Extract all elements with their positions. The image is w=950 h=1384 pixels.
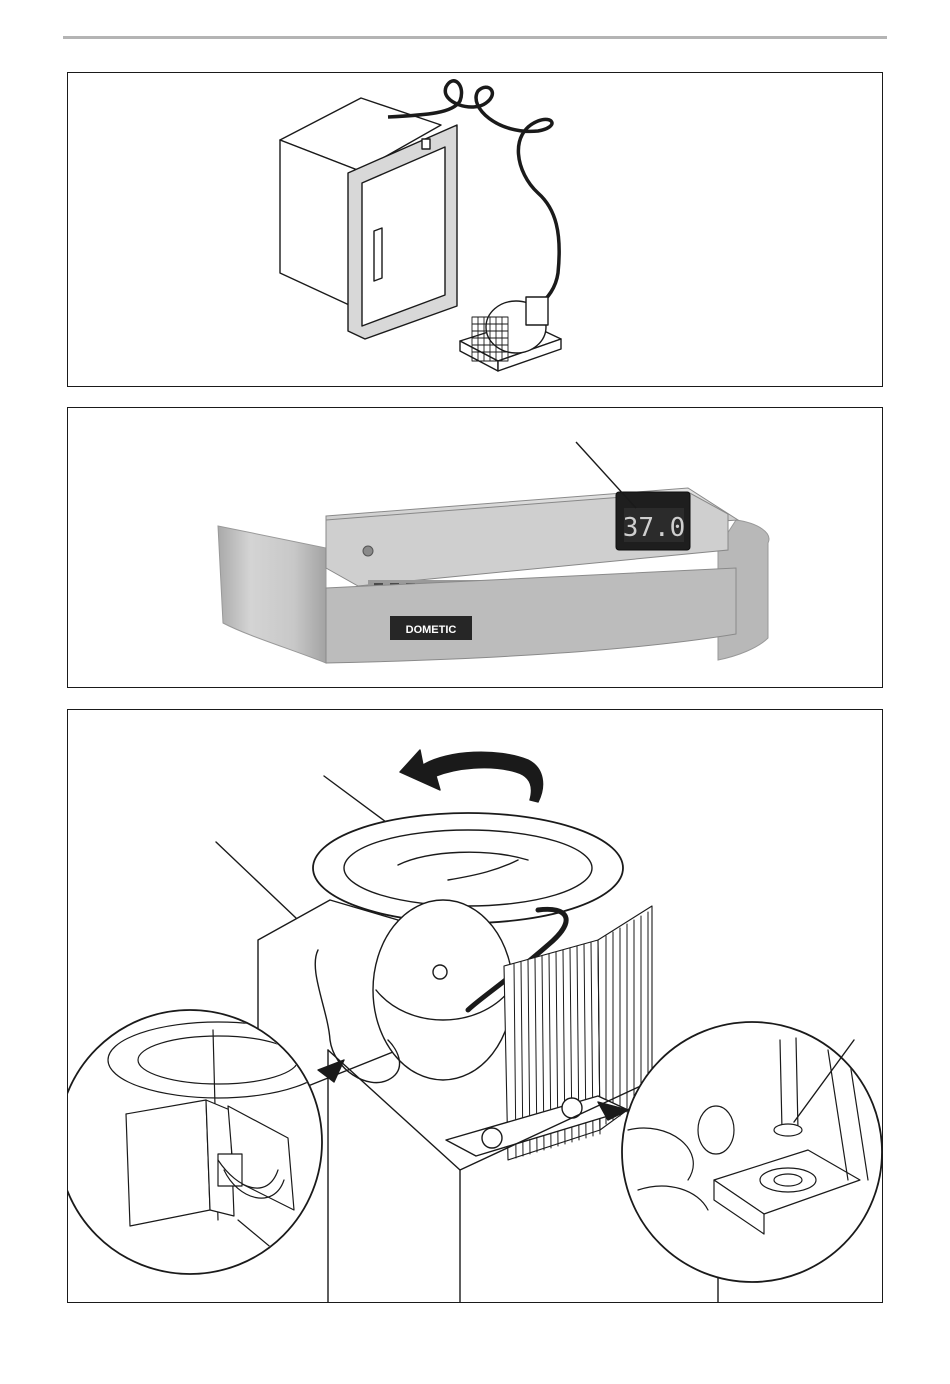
rotation-arrow (400, 750, 543, 802)
detail-magnifier-right (622, 1022, 882, 1282)
compressor-port (433, 965, 447, 979)
tube-coil-inner (344, 830, 592, 906)
fridge-door-handle (374, 228, 382, 281)
figure-3-illustration (68, 710, 883, 1303)
cabinet-left-wall (218, 526, 326, 663)
callout-line-cover (216, 842, 296, 918)
figure-1-fridge-and-cooling-unit (67, 72, 883, 387)
figure-2-illustration: 37.0 DOMETIC (68, 408, 883, 688)
panel-screw (363, 546, 373, 556)
brand-logo: DOMETIC (406, 624, 457, 636)
callout-line-tube (324, 776, 386, 822)
figure-2-temperature-display: 37.0 DOMETIC (67, 407, 883, 688)
compressor-box (526, 297, 548, 325)
fridge-hinge (422, 139, 430, 149)
figure-3-cooling-unit-detail (67, 709, 883, 1303)
temperature-reading: 37.0 (623, 513, 686, 543)
figure-1-illustration (68, 73, 883, 387)
header-rule (63, 36, 887, 39)
mount-bolt-left (482, 1128, 502, 1148)
